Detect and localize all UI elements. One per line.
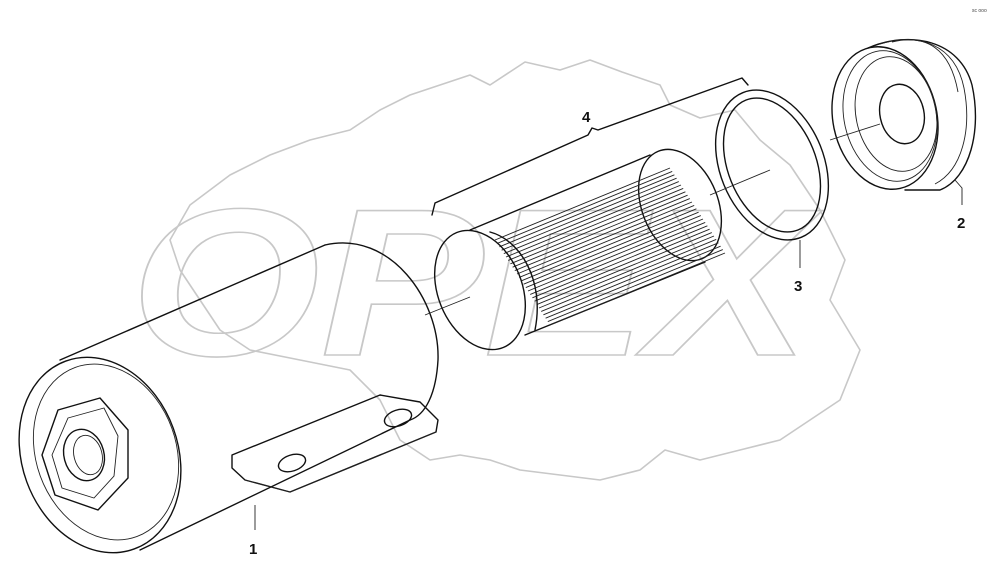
callout-label-3: 3: [794, 278, 802, 295]
callout-label-4: 4: [582, 109, 591, 126]
watermark: OPEX: [129, 59, 861, 481]
callout-label-1: 1: [249, 541, 257, 558]
filter-pleat-line: [549, 252, 726, 326]
filter-pleat-line: [541, 238, 717, 312]
filter-pleat-line: [512, 194, 688, 268]
filter-pleat-line: [501, 177, 677, 251]
filter-pleat-line: [523, 211, 699, 285]
filter-pleat-line: [499, 174, 675, 248]
filter-pleat-line: [538, 235, 715, 309]
filter-pleats: [494, 167, 726, 326]
end-cover: [831, 38, 977, 191]
watermark-gear-icon: [169, 59, 861, 481]
callout-label-2: 2: [957, 215, 965, 232]
filter-pleat-line: [503, 181, 679, 255]
filter-pleat-line: [516, 201, 693, 275]
filter-pleat-line: [545, 245, 721, 319]
filter-element: [433, 148, 726, 351]
filter-pleat-line: [521, 208, 697, 282]
filter-pleat-line: [527, 218, 704, 292]
filter-pleat-line: [519, 204, 695, 278]
callout-4-bracket: [431, 77, 749, 216]
filter-pleat-line: [532, 225, 708, 299]
filter-pleat-line: [543, 242, 719, 316]
watermark-text: OPEX: [130, 165, 823, 400]
filter-pleat-line: [536, 232, 712, 306]
filter-pleat-line: [525, 215, 701, 289]
filter-pleat-line: [494, 167, 671, 241]
assembly-axis: [424, 123, 881, 316]
filter-pleat-line: [508, 187, 684, 261]
filter-pleat-line: [547, 249, 723, 323]
o-ring-seal: [714, 89, 830, 241]
filter-pleat-line: [534, 228, 710, 302]
filter-pleat-line: [530, 221, 706, 295]
filter-housing: [18, 242, 439, 554]
corner-code: sc ooo: [972, 8, 987, 14]
filter-pleat-line: [514, 198, 690, 272]
filter-pleat-line: [510, 191, 686, 265]
filter-pleat-line: [505, 184, 682, 258]
filter-pleat-line: [497, 170, 673, 244]
leader-lines: [254, 179, 963, 530]
